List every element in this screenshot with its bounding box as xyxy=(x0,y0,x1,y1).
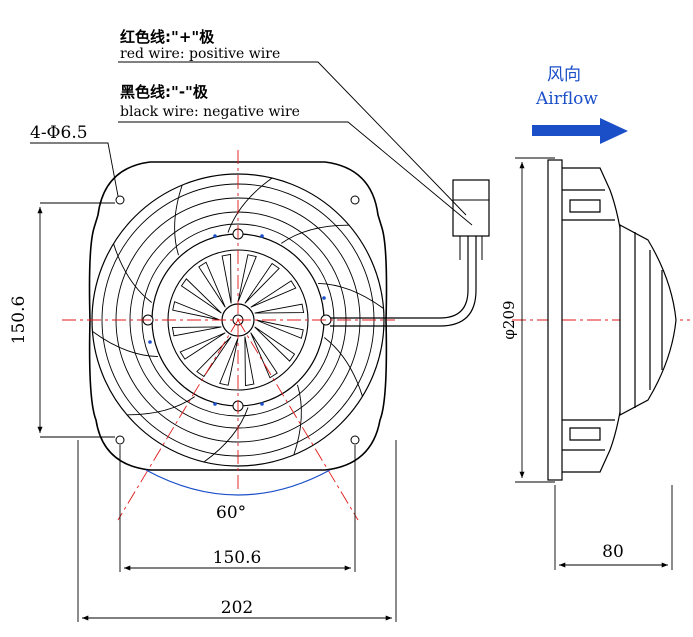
angle-label: 60° xyxy=(216,503,246,523)
bolt-dots xyxy=(148,234,326,406)
motor-fin xyxy=(254,326,296,362)
motor-fins xyxy=(171,253,305,387)
motor-fin xyxy=(244,336,255,387)
motor-fin xyxy=(180,278,222,314)
motor-fin xyxy=(179,332,226,360)
left-height-dimension: 150.6 xyxy=(9,296,29,345)
fan-strut xyxy=(318,283,384,309)
fan-strut xyxy=(323,337,363,397)
motor-fin xyxy=(196,336,232,378)
airflow-cn-label: 风向 xyxy=(547,65,581,85)
fan-strut xyxy=(174,184,183,256)
black-wire-en-label: black wire: negative wire xyxy=(120,104,300,120)
fan-strut xyxy=(227,177,273,233)
fan-strut xyxy=(203,407,249,463)
wire-connector xyxy=(452,179,490,237)
diameter-dimension: φ209 xyxy=(500,300,518,339)
motor-fin xyxy=(198,261,226,308)
side-motor xyxy=(619,223,677,417)
black-wire-cn-label: 黑色线:"-"极 xyxy=(120,83,209,101)
motor-fin xyxy=(250,332,278,379)
red-wire-en-label: red wire: positive wire xyxy=(120,46,280,62)
fan-strut xyxy=(92,331,158,357)
mount-holes xyxy=(115,195,360,445)
fan-frame-outline xyxy=(88,161,388,471)
fan-struts xyxy=(92,177,384,463)
hole-spacing-dimension: 150.6 xyxy=(213,548,262,568)
motor-fin xyxy=(237,254,257,303)
motor-fin xyxy=(171,326,222,337)
wire-harness xyxy=(330,236,469,319)
motor-fin xyxy=(250,280,297,308)
arrow-right-icon xyxy=(532,118,628,144)
motor-fin xyxy=(221,253,232,304)
red-wire-cn-label: 红色线:"+"极 xyxy=(120,28,215,46)
fan-strut xyxy=(293,384,302,456)
angle-arc xyxy=(145,469,331,496)
side-view xyxy=(547,159,677,481)
holes-label: 4-Φ6.5 xyxy=(30,123,88,143)
motor-fin xyxy=(219,337,239,386)
motor-fin xyxy=(254,303,305,314)
front-view xyxy=(88,161,490,471)
airflow-en-label: Airflow xyxy=(535,89,598,109)
depth-dimension: 80 xyxy=(602,542,624,562)
motor-fin xyxy=(172,301,221,321)
overall-width-dimension: 202 xyxy=(221,598,253,618)
side-frame xyxy=(547,159,563,481)
fan-strut xyxy=(281,224,350,244)
dimension-lines xyxy=(30,61,673,622)
wire-harness-inner xyxy=(330,236,477,327)
centerlines xyxy=(62,150,690,521)
fan-strut xyxy=(113,243,153,303)
motor-fin xyxy=(244,262,280,304)
motor-fin xyxy=(255,319,304,339)
